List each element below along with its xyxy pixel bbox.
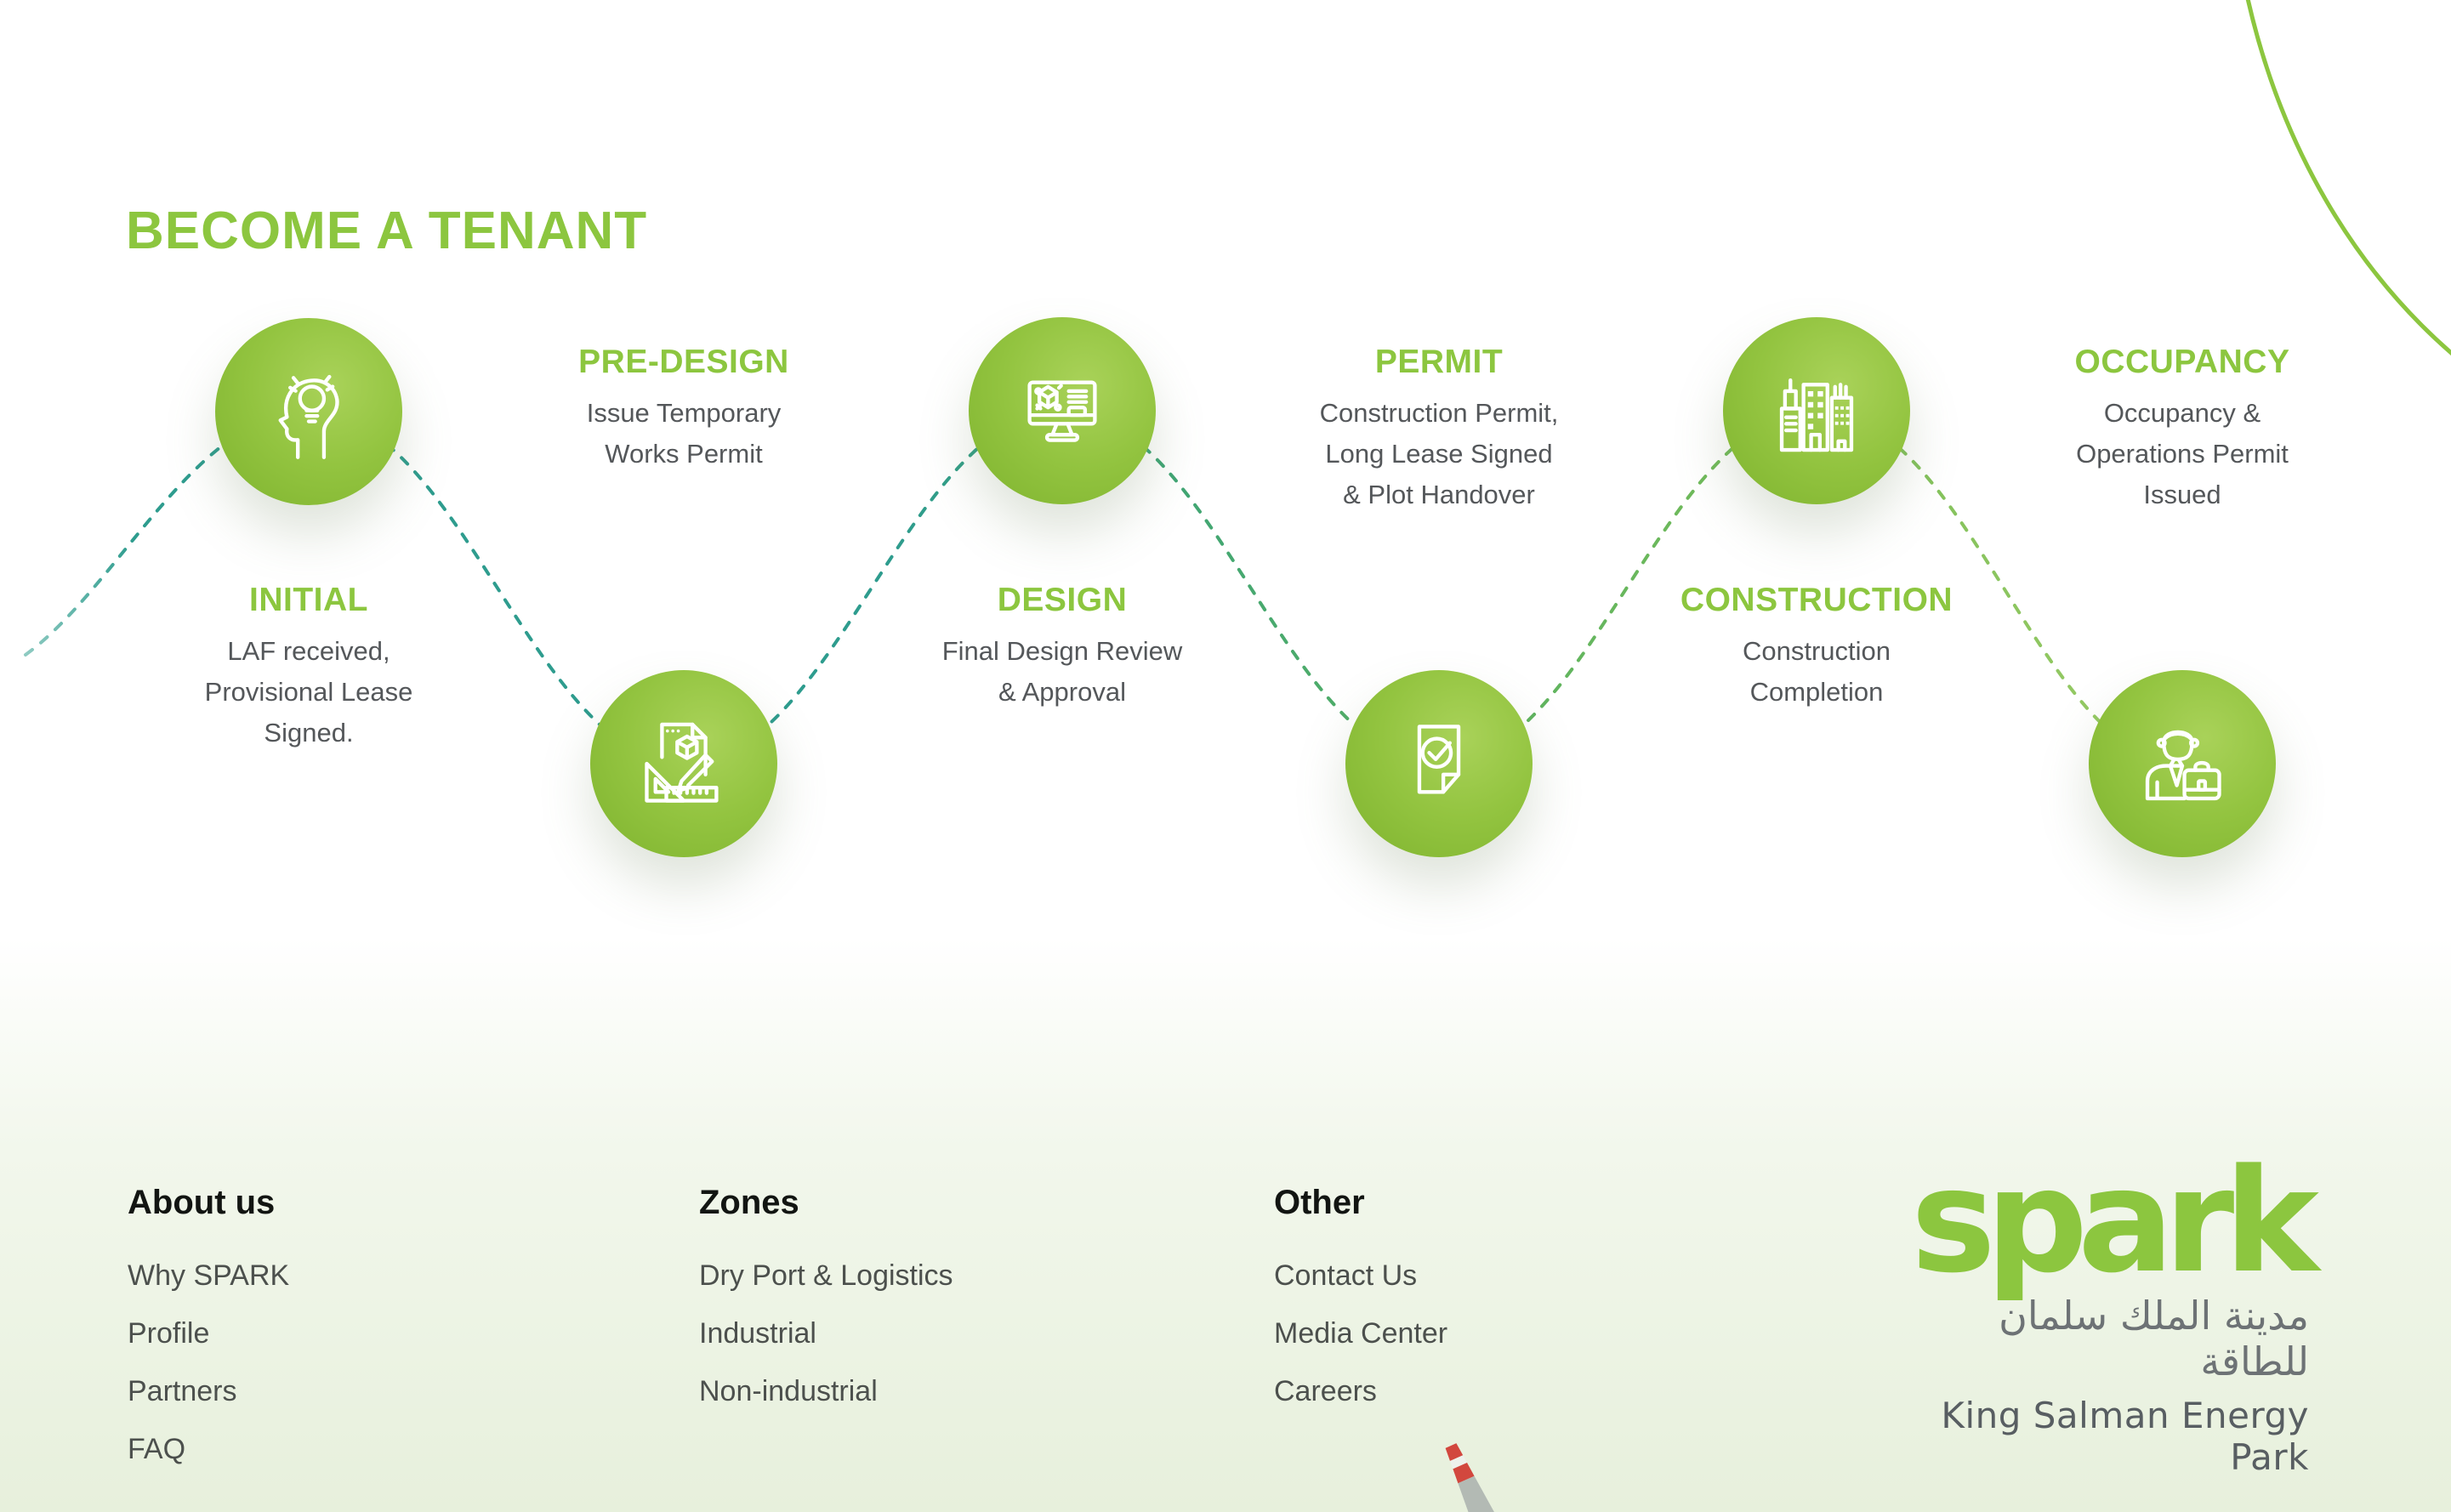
step-circle-design bbox=[969, 317, 1156, 504]
step-label-construction: CONSTRUCTION bbox=[1680, 582, 1953, 618]
spark-wordmark: spark bbox=[1910, 1138, 2319, 1305]
step-label-permit: PERMIT bbox=[1374, 344, 1504, 380]
footer-link-non-industrial[interactable]: Non-industrial bbox=[699, 1375, 878, 1407]
footer-link-contact-us[interactable]: Contact Us bbox=[1274, 1259, 1418, 1292]
step-desc-construction: Construction Completion bbox=[1742, 636, 1891, 708]
step-circle-permit bbox=[1345, 670, 1533, 857]
step-label-pre-design: PRE-DESIGN bbox=[578, 344, 789, 380]
spark-english-name: King Salman Energy Park bbox=[1941, 1394, 2309, 1478]
step-desc-initial: LAF received, Provisional Lease Signed. bbox=[204, 636, 413, 748]
antenna-tip-decoration bbox=[1445, 1443, 1494, 1512]
spark-logo[interactable]: spark مدينة الملك سلمان للطاقة King Salm… bbox=[1884, 1138, 2319, 1478]
step-desc-occupancy: Occupancy & Operations Permit Issued bbox=[2076, 398, 2289, 510]
footer-link-industrial[interactable]: Industrial bbox=[699, 1317, 816, 1350]
footer-link-profile[interactable]: Profile bbox=[128, 1317, 210, 1350]
footer-link-faq[interactable]: FAQ bbox=[128, 1433, 186, 1465]
approved-document-icon bbox=[1417, 725, 1461, 794]
step-label-occupancy: OCCUPANCY bbox=[2074, 344, 2290, 380]
footer-column-other: Other Contact Us Media Center Careers bbox=[1274, 1184, 1447, 1435]
footer-column-about-us: About us Why SPARK Profile Partners FAQ bbox=[128, 1184, 289, 1492]
step-desc-permit: Construction Permit, Long Lease Signed &… bbox=[1319, 398, 1559, 510]
footer-heading-about-us: About us bbox=[128, 1184, 276, 1221]
footer-link-dry-port-logistics[interactable]: Dry Port & Logistics bbox=[699, 1259, 953, 1292]
footer-column-zones: Zones Dry Port & Logistics Industrial No… bbox=[699, 1184, 953, 1435]
drafting-tools-icon bbox=[645, 722, 719, 803]
corner-arc-decoration bbox=[2245, 0, 2451, 356]
spark-arabic-name: مدينة الملك سلمان للطاقة bbox=[1999, 1292, 2309, 1384]
step-desc-design: Final Design Review & Approval bbox=[941, 636, 1183, 708]
cad-monitor-icon bbox=[1027, 380, 1097, 442]
buildings-icon bbox=[1779, 378, 1854, 452]
step-circle-pre-design bbox=[590, 670, 777, 857]
footer-link-media-center[interactable]: Media Center bbox=[1274, 1317, 1448, 1350]
footer-link-careers[interactable]: Careers bbox=[1274, 1375, 1377, 1407]
businessman-icon bbox=[2145, 730, 2221, 801]
page-title: BECOME A TENANT bbox=[126, 202, 648, 260]
step-circle-occupancy bbox=[2089, 670, 2276, 857]
footer-heading-zones: Zones bbox=[699, 1184, 799, 1221]
footer-link-partners[interactable]: Partners bbox=[128, 1375, 237, 1407]
step-circle-initial bbox=[215, 318, 402, 505]
step-label-design: DESIGN bbox=[997, 582, 1128, 618]
head-idea-icon bbox=[278, 374, 339, 459]
footer-link-why-spark[interactable]: Why SPARK bbox=[128, 1259, 290, 1292]
step-desc-pre-design: Issue Temporary Works Permit bbox=[586, 398, 782, 469]
step-label-initial: INITIAL bbox=[249, 582, 368, 618]
footer-heading-other: Other bbox=[1274, 1184, 1365, 1221]
step-circle-construction bbox=[1723, 317, 1910, 504]
